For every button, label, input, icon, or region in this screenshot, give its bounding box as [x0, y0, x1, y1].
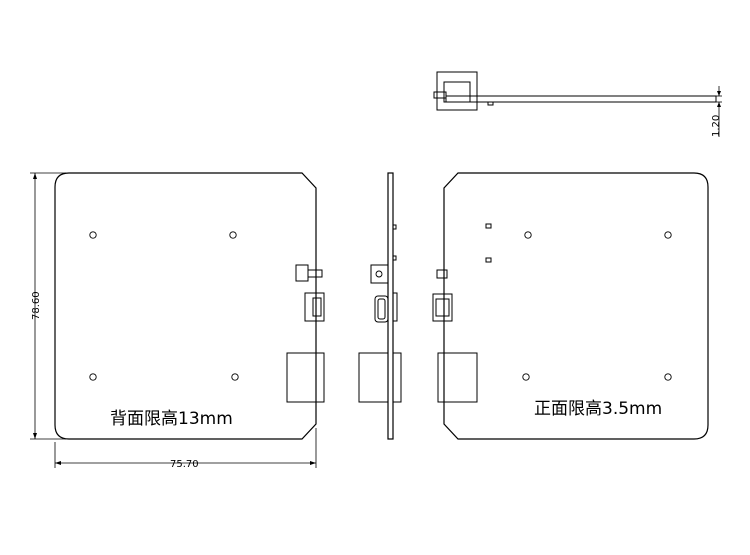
back-height-limit-note: 背面限高13mm	[110, 409, 233, 429]
thickness-arrowhead-bottom	[717, 102, 721, 107]
side-view-button-knob	[375, 270, 383, 278]
front-mounting-hole	[664, 373, 672, 381]
front-mounting-hole	[524, 231, 532, 239]
thickness-arrowhead-top	[717, 91, 721, 96]
side-view-button	[370, 264, 389, 284]
top-view-board	[445, 95, 717, 103]
front-view: 正面限高3.5mm	[432, 172, 709, 440]
top-edge-view: 1.20	[433, 71, 722, 137]
front-mounting-hole	[522, 373, 530, 381]
front-usb-connector	[432, 293, 453, 322]
width-arrowhead-left	[55, 461, 61, 465]
back-mounting-hole	[229, 231, 237, 239]
back-usb-connector	[304, 292, 325, 322]
side-view-board	[387, 172, 394, 440]
front-usb-inner	[435, 298, 450, 317]
top-view-smd	[487, 101, 494, 106]
front-button-stub	[436, 269, 448, 279]
back-button-body	[295, 264, 309, 282]
side-view-smd	[392, 255, 397, 261]
height-arrowhead-top	[33, 173, 37, 179]
top-view-connector-block	[436, 71, 478, 111]
front-view-board-outline	[443, 172, 709, 440]
back-tall-component	[286, 352, 325, 403]
height-arrowhead-bottom	[33, 433, 37, 439]
side-view-smd	[392, 224, 397, 230]
side-view	[358, 172, 402, 440]
front-tall-component	[437, 352, 478, 403]
thickness-label: 1.20	[711, 115, 722, 137]
back-usb-inner	[312, 297, 322, 317]
side-view-usb-back	[392, 292, 398, 322]
side-view-usb	[374, 295, 389, 323]
top-view-connector-inner	[443, 81, 471, 103]
back-view-board-outline	[54, 172, 317, 440]
side-view-front-component	[392, 352, 402, 403]
front-smd-pad	[485, 223, 492, 229]
back-mounting-hole	[89, 231, 97, 239]
back-view: 75.70 78.60 背面限高13mm	[30, 172, 325, 470]
side-view-tall-component	[358, 352, 389, 403]
back-button-cap	[307, 269, 323, 278]
top-view-small-part	[433, 91, 447, 99]
width-label: 75.70	[170, 459, 199, 470]
height-label: 78.60	[31, 291, 42, 320]
back-mounting-hole	[231, 373, 239, 381]
front-smd-pad	[485, 257, 492, 263]
front-mounting-hole	[664, 231, 672, 239]
width-arrowhead-right	[310, 461, 316, 465]
front-height-limit-note: 正面限高3.5mm	[534, 399, 662, 419]
back-mounting-hole	[89, 373, 97, 381]
side-view-usb-inner	[377, 298, 386, 320]
